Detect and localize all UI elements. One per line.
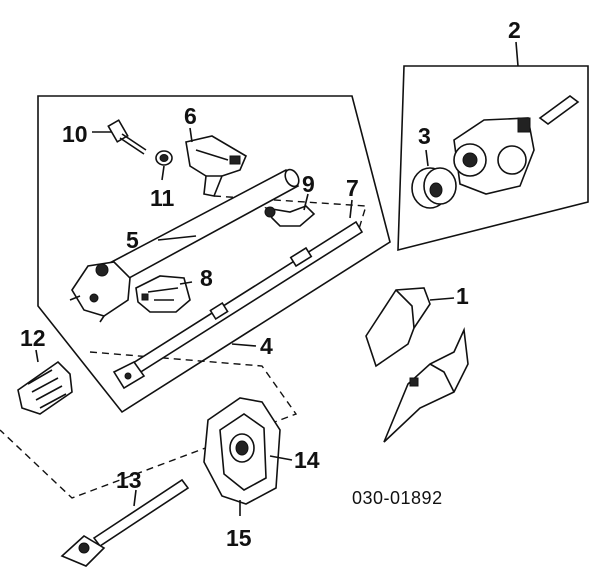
- column-housing: [69, 261, 131, 323]
- callout-11: 11: [150, 185, 175, 211]
- shaft-part-4: [112, 220, 364, 390]
- callout-13: 13: [116, 467, 142, 493]
- callout-1: 1: [456, 283, 469, 309]
- leader-14: [269, 455, 293, 461]
- main-assembly-frame: [37, 95, 391, 414]
- bracket-part-6: [185, 135, 248, 197]
- bracket-part-9: [264, 205, 316, 227]
- callout-9: 9: [302, 171, 315, 197]
- lower-shaft-part-13: [60, 478, 190, 567]
- key-cylinder-part-3: [411, 167, 457, 209]
- diagram-code: 030-01892: [352, 488, 443, 508]
- lower-dashed-box: [0, 351, 298, 499]
- callout-2: 2: [508, 17, 521, 43]
- bolt-part-10: [107, 119, 147, 155]
- callout-7: 7: [346, 175, 359, 201]
- callout-5: 5: [126, 227, 139, 253]
- boot-part-12: [17, 360, 73, 415]
- callout-15: 15: [226, 525, 252, 551]
- callout-14: 14: [294, 447, 320, 473]
- leader-7: [349, 199, 353, 219]
- column-cover-upper-part-1: [365, 287, 431, 368]
- column-cover-lower-part-1: [383, 327, 469, 443]
- callout-10: 10: [62, 121, 88, 147]
- callout-4: 4: [260, 333, 273, 359]
- callout-12: 12: [20, 325, 46, 351]
- nut-part-11: [155, 150, 173, 166]
- callout-3: 3: [418, 123, 431, 149]
- callout-6: 6: [184, 103, 197, 129]
- leader-lines: [35, 41, 519, 516]
- lock-housing-part-2: [453, 95, 580, 195]
- lock-assembly-frame: [397, 65, 589, 252]
- seal-plate-part-15: [203, 397, 281, 505]
- callout-8: 8: [200, 265, 213, 291]
- clamp-part-8: [135, 275, 191, 313]
